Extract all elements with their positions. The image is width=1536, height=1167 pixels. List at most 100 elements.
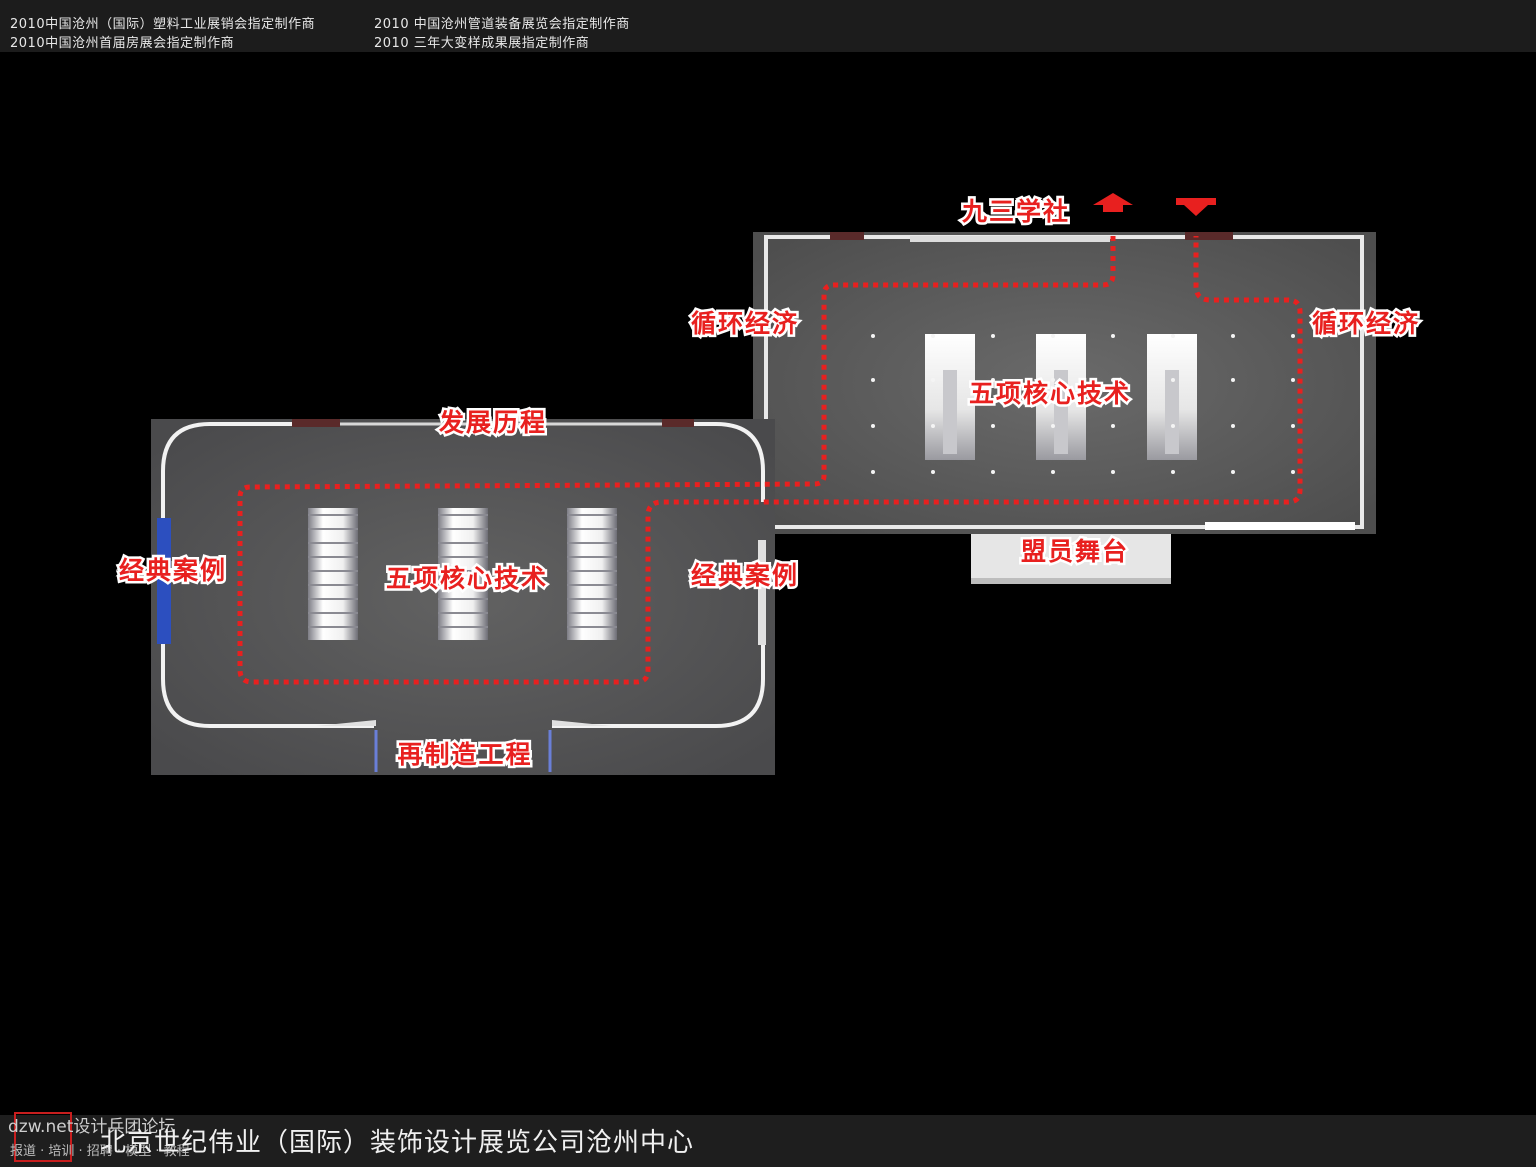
light-dot [1051,470,1055,474]
left-hall-wall-right-bottom [552,645,765,728]
header-line-1-left: 2010中国沧州（国际）塑料工业展销会指定制作商 [10,17,316,32]
header-line-1-right: 2010 中国沧州管道装备展览会指定制作商 [374,17,630,32]
label-xunhuan-left: 循环经济 [691,309,799,338]
header-line-2-left: 2010中国沧州首届房展会指定制作商 [10,36,235,51]
stage-platform [971,534,1171,584]
display-stand-right-2 [1036,334,1086,460]
cylinder-rib [567,626,617,628]
light-dot [1051,378,1055,382]
watermark-text: dzw.net设计兵团论坛 [8,1117,176,1137]
left-hall [151,419,775,775]
light-dot [1291,424,1295,428]
header-bar: 2010中国沧州（国际）塑料工业展销会指定制作商 2010中国沧州首届房展会指定… [0,0,1536,52]
stage-area [971,534,1171,584]
display-stand-right-3 [1147,334,1197,460]
light-dot [871,378,875,382]
light-dot [871,334,875,338]
light-dot [1051,334,1055,338]
cylinder-rib [567,528,617,530]
right-hall [753,232,1376,534]
light-dot [1291,378,1295,382]
label-jiusan: 九三学社 [961,197,1070,226]
cylinder-rib [438,514,488,516]
label-mengyuan: 盟员舞台 [1021,537,1129,566]
left-hall-blue-wall [157,518,171,644]
light-dot [931,424,935,428]
light-dot [1231,378,1235,382]
light-dot [871,424,875,428]
cylinder-rib [438,584,488,586]
cylinder-rib [438,528,488,530]
watermark-stamp-icon [14,1112,72,1162]
light-dot [931,470,935,474]
cylinder-rib [567,570,617,572]
cylinder-rib [438,542,488,544]
cylinder-rib [308,612,358,614]
cylinder-rib [438,626,488,628]
display-cylinder-left-2 [438,508,488,640]
label-wuxiang-left: 五项核心技术 [386,564,548,593]
right-hall-top-panel [910,236,1110,242]
light-dot [991,334,995,338]
light-dot [1111,378,1115,382]
light-dot [1291,470,1295,474]
light-dot [1111,470,1115,474]
footer-bar [0,1115,1536,1167]
left-hall-door-2 [662,419,694,427]
cylinder-rib [438,556,488,558]
header-line-2-right: 2010 三年大变样成果展指定制作商 [374,36,590,51]
display-cylinder-left-3 [567,508,617,640]
cylinder-rib [567,514,617,516]
label-wuxiang-right: 五项核心技术 [969,379,1131,408]
visitor-route-path [237,236,1303,685]
light-dot [931,334,935,338]
cylinder-rib [308,542,358,544]
cylinder-rib [308,626,358,628]
right-hall-door-2 [1185,232,1233,240]
label-zaizhizao: 再制造工程 [397,740,532,769]
light-dot [931,378,935,382]
cylinder-rib [567,598,617,600]
ceiling-light-dots [871,334,1295,474]
light-dot [1291,334,1295,338]
light-dot [1171,424,1175,428]
light-dot [991,470,995,474]
cylinder-rib [567,612,617,614]
light-dot [1171,334,1175,338]
right-hall-bottom-panel [1205,522,1355,530]
cylinder-rib [308,528,358,530]
label-xunhuan-right: 循环经济 [1312,309,1420,338]
light-dot [1111,424,1115,428]
left-hall-wall-right-top [662,422,765,502]
cylinder-rib [567,542,617,544]
cylinder-rib [308,584,358,586]
cylinder-rib [308,556,358,558]
cylinder-rib [567,556,617,558]
display-stand-right-1 [925,334,975,460]
light-dot [1231,424,1235,428]
light-dot [871,470,875,474]
arrow-down-icon [1176,198,1216,216]
display-cylinder-left-1 [308,508,358,640]
light-dot [1231,470,1235,474]
label-fazhan: 发展历程 [438,408,547,437]
light-dot [1051,424,1055,428]
arrow-up-icon [1093,193,1133,212]
light-dot [1231,334,1235,338]
cylinder-rib [308,570,358,572]
light-dot [1171,378,1175,382]
label-jingdian-left: 经典案例 [119,556,227,585]
cylinder-rib [438,598,488,600]
light-dot [991,378,995,382]
cylinder-rib [308,598,358,600]
light-dot [1111,334,1115,338]
right-hall-door-1 [830,232,864,240]
cylinder-rib [438,570,488,572]
light-dot [1171,470,1175,474]
cylinder-rib [438,612,488,614]
light-dot [991,424,995,428]
left-hall-door-1 [292,419,340,427]
left-hall-right-panel [758,540,766,645]
watermark-subtext: 报道 · 培训 · 招聘 · 模型 · 教程 [10,1144,190,1159]
cylinder-rib [308,514,358,516]
